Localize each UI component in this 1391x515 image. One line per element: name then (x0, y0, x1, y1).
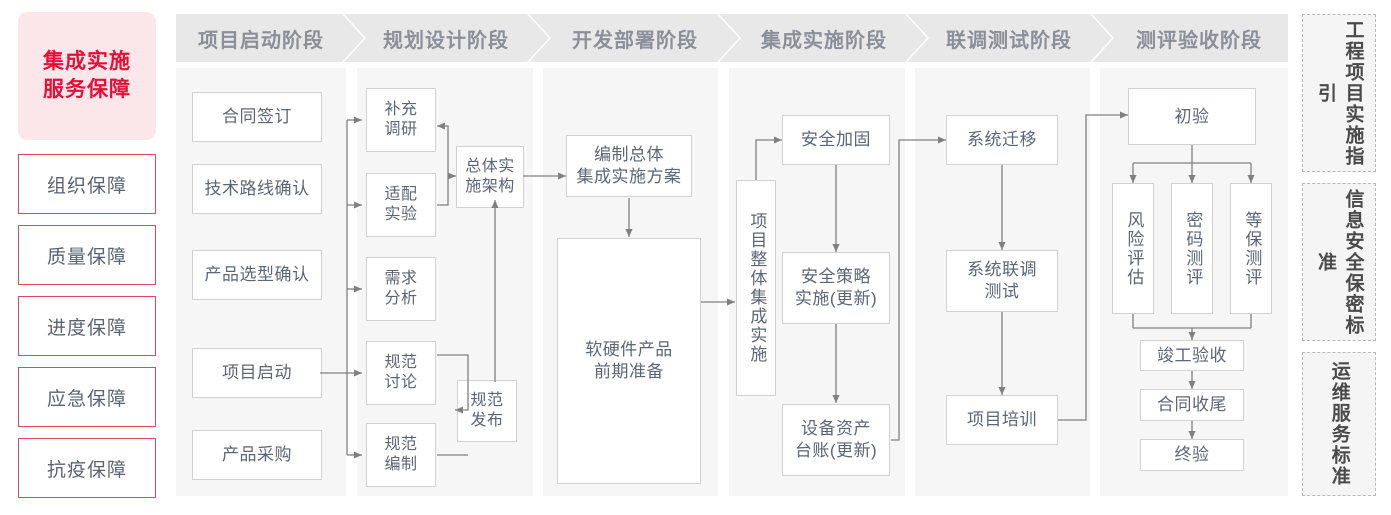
phase-header-4[interactable]: 联调测试阶段 (946, 29, 1072, 52)
phase-header-3[interactable]: 集成实施阶段 (761, 29, 887, 52)
node-p4-0[interactable]: 项目整体集成实施 (736, 180, 776, 396)
guarantee-title: 集成实施 服务保障 (18, 12, 156, 140)
guarantee-item-label: 组织保障 (46, 175, 127, 197)
node-p5-2[interactable]: 系统联调 测试 (946, 250, 1058, 312)
standard-box-2[interactable]: 运维服务标准 (1302, 352, 1376, 496)
node-p6-1[interactable]: 初验 (1128, 88, 1256, 145)
guarantee-item-label: 进度保障 (46, 317, 127, 339)
phase-header-2[interactable]: 开发部署阶段 (572, 29, 698, 52)
standard-box-0[interactable]: 工程项目实施指引 (1302, 14, 1376, 172)
node-p1-3[interactable]: 产品选型确认 (192, 250, 322, 300)
node-p1-2[interactable]: 技术路线确认 (192, 164, 322, 214)
node-p2-7[interactable]: 规范 发布 (457, 380, 517, 442)
guarantee-item-2[interactable]: 进度保障 (18, 296, 156, 356)
node-p3-2[interactable]: 软硬件产品 前期准备 (557, 238, 701, 484)
node-p4-1[interactable]: 安全加固 (782, 115, 890, 165)
node-p2-1[interactable]: 补充 调研 (366, 88, 436, 152)
node-p6-6[interactable]: 合同收尾 (1140, 389, 1244, 421)
node-p1-1[interactable]: 合同签订 (192, 92, 322, 142)
node-p2-2[interactable]: 适配 实验 (366, 173, 436, 237)
standard-label: 工程项目实施指引 (1315, 19, 1364, 167)
node-p2-4[interactable]: 规范 讨论 (366, 341, 436, 405)
node-p1-4[interactable]: 项目启动 (192, 348, 322, 398)
node-p6-4[interactable]: 等保测评 (1230, 183, 1272, 314)
standard-label: 运维服务标准 (1328, 361, 1350, 487)
guarantee-item-4[interactable]: 抗疫保障 (18, 438, 156, 498)
guarantee-item-label: 应急保障 (46, 388, 127, 410)
node-p6-7[interactable]: 终验 (1140, 439, 1244, 471)
guarantee-item-label: 抗疫保障 (46, 459, 127, 481)
phase-header-1[interactable]: 规划设计阶段 (383, 29, 509, 52)
guarantee-item-3[interactable]: 应急保障 (18, 367, 156, 427)
node-p4-3[interactable]: 设备资产 台账(更新) (782, 404, 890, 476)
node-p1-5[interactable]: 产品采购 (192, 430, 322, 480)
phase-header-0[interactable]: 项目启动阶段 (198, 29, 324, 52)
node-p5-3[interactable]: 项目培训 (946, 395, 1058, 445)
phase-header-band (176, 14, 1288, 62)
node-p6-2[interactable]: 风险评估 (1112, 183, 1154, 314)
guarantee-item-1[interactable]: 质量保障 (18, 225, 156, 285)
node-p6-5[interactable]: 竣工验收 (1140, 340, 1244, 371)
node-p2-6[interactable]: 总体实 施架构 (456, 146, 524, 208)
guarantee-item-label: 质量保障 (46, 246, 127, 268)
node-p2-3[interactable]: 需求 分析 (366, 257, 436, 321)
node-p2-5[interactable]: 规范 编制 (366, 423, 436, 487)
node-p3-1[interactable]: 编制总体 集成实施方案 (566, 135, 692, 197)
node-p4-2[interactable]: 安全策略 实施(更新) (782, 252, 890, 324)
guarantee-item-0[interactable]: 组织保障 (18, 154, 156, 214)
standard-label: 信息安全保密标准 (1315, 188, 1364, 336)
phase-header-5[interactable]: 测评验收阶段 (1136, 29, 1262, 52)
node-p6-3[interactable]: 密码测评 (1171, 183, 1213, 314)
standard-box-1[interactable]: 信息安全保密标准 (1302, 183, 1376, 341)
node-p5-1[interactable]: 系统迁移 (946, 115, 1058, 165)
